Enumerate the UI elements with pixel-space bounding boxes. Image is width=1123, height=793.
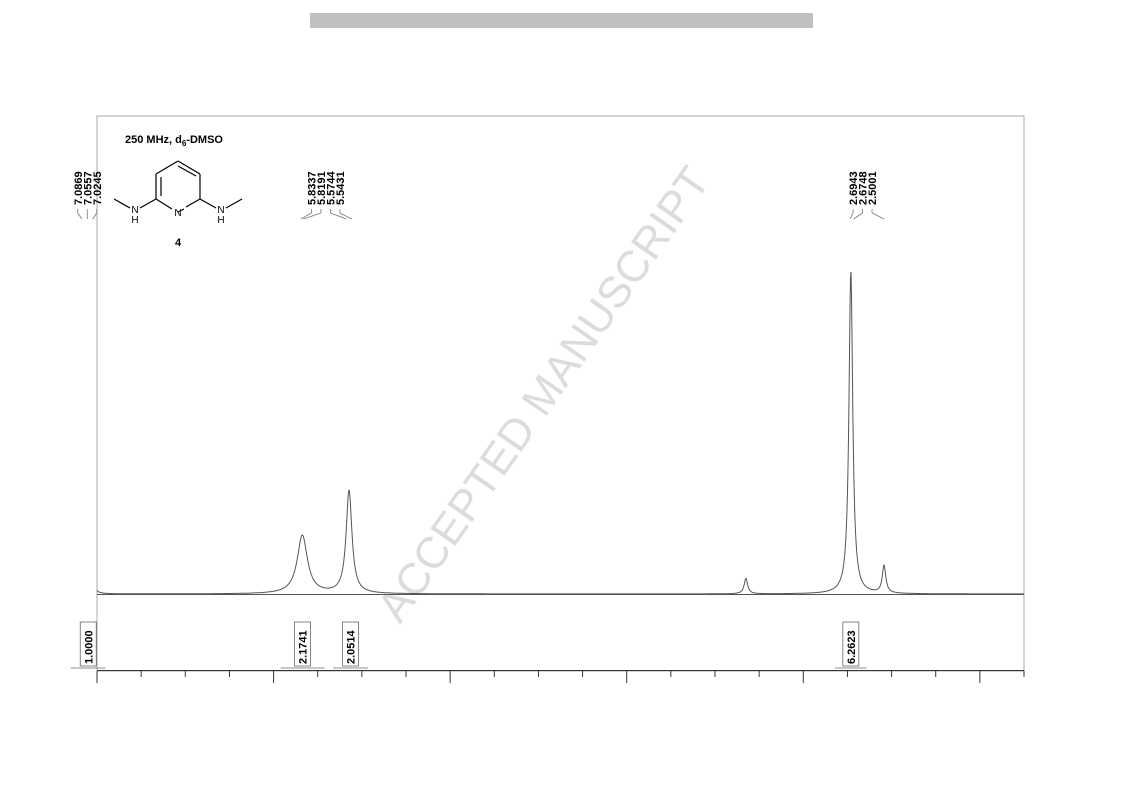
integral-box [79,621,97,667]
integral-box [842,621,860,667]
peak-label-connector [849,212,854,220]
left-nh-n-label: N [131,205,138,216]
peak-label: 5.8337 [306,171,318,205]
spectrum-trace [96,271,1024,595]
peak-label-connector [339,212,353,220]
peak-label-connector [300,212,312,220]
right-nh-n-label: N [217,205,224,216]
peak-label-connector [303,212,322,220]
peak-label: 7.0245 [92,171,104,205]
peak-label: 5.5744 [325,170,337,205]
right-nh-h-label: H [217,215,224,226]
peak-label: 2.6748 [858,171,870,205]
chart-title: 250 MHz, d6-DMSO [125,134,223,148]
peak-label: 2.6943 [848,171,860,205]
peak-label: 5.5431 [335,171,347,205]
peak-label-connector [871,212,885,220]
peak-label: 5.8191 [316,171,328,205]
compound-number: 4 [175,237,182,249]
x-axis-ticks [96,671,1025,683]
peak-label: 7.0557 [82,171,94,205]
integrals: 1.0000 2.1741 2.0514 6.2623 [70,621,867,669]
integral-box [342,621,360,667]
integral-box [294,621,311,667]
ring-nitrogen-label: N [174,208,181,219]
molecule-structure [113,160,243,213]
left-nh-h-label: H [131,215,138,226]
peak-label-connector [92,212,98,220]
watermark-text: ACCEPTED MANUSCRIPT [368,158,719,631]
peak-label-connector [77,212,83,220]
integral-value: 2.1741 [298,630,310,664]
integral-value: 2.0514 [346,629,358,664]
header-bar [310,13,813,28]
peak-label: 7.0869 [73,171,85,205]
integral-value: 6.2623 [846,630,858,664]
peak-label-connector [853,212,863,220]
integral-value: 1.0000 [83,630,95,664]
peak-label-connector [330,212,347,220]
peak-label: 2.5001 [867,171,879,205]
